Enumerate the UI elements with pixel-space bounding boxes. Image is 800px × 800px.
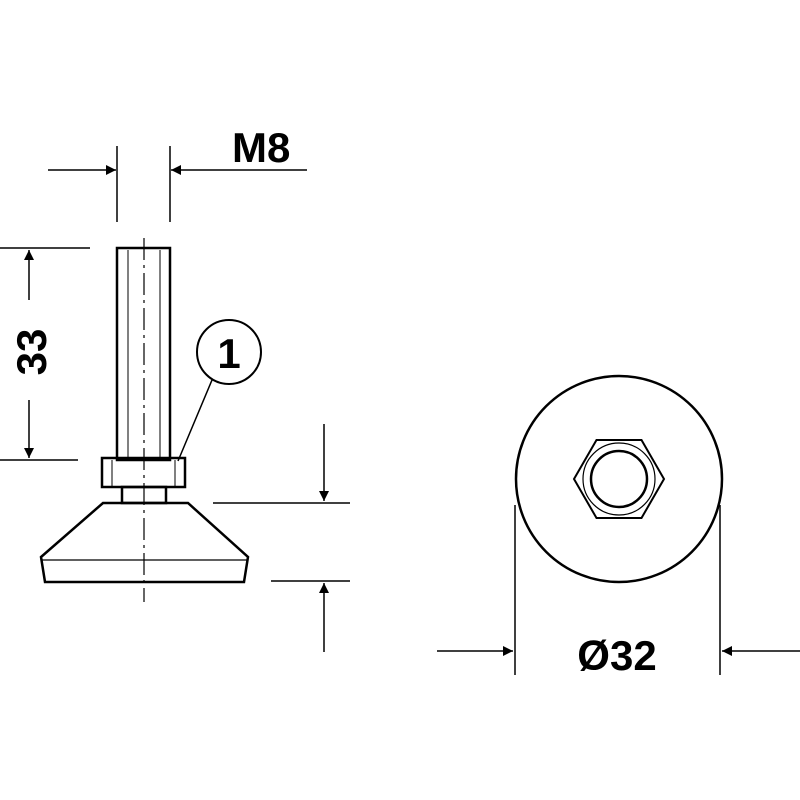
side-view: [39, 238, 250, 602]
base-height-dimension: [213, 424, 350, 652]
hex-socket: [572, 439, 666, 519]
diameter-label: Ø32: [577, 632, 656, 679]
callout-leader: [177, 379, 213, 462]
callout-circle: [196, 319, 262, 385]
height-label: 33: [8, 329, 55, 376]
height-dimension: 33: [0, 247, 90, 461]
callout-number: 1: [217, 330, 240, 377]
hex-inner-circle: [582, 442, 656, 516]
top-view: [514, 374, 724, 584]
callout-1: 1: [177, 319, 262, 462]
base-glide: [39, 501, 250, 584]
thread-dimension: M8: [48, 124, 307, 222]
base-disc: [514, 374, 724, 584]
stem-circle: [589, 449, 649, 509]
diameter-dimension: Ø32: [437, 505, 800, 679]
thread-label: M8: [232, 124, 290, 171]
